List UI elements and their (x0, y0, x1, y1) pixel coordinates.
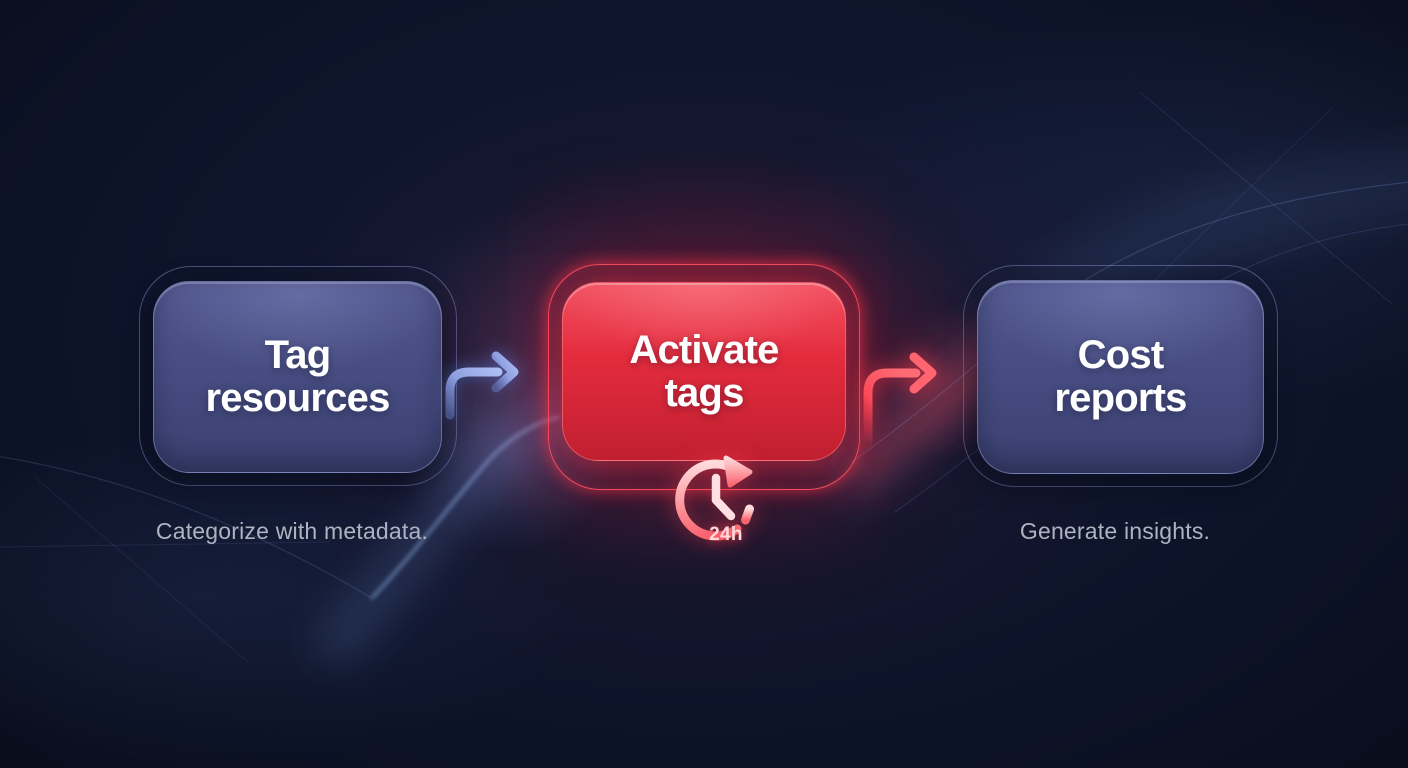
tag-resources-card: Tag resources (153, 281, 442, 473)
badge-24h-label: 24h (709, 524, 743, 545)
title-line: tags (664, 370, 744, 415)
title-line: Tag (264, 333, 332, 377)
tag-resources-caption: Categorize with metadata. (155, 518, 429, 544)
red-curved-arrow-icon (863, 352, 937, 450)
blue-curved-arrow-icon (445, 351, 519, 420)
activate-tags-title: Activate tags (629, 327, 779, 415)
title-line: resources (205, 376, 390, 420)
title-line: Activate (629, 327, 779, 372)
cost-reports-title: Cost reports (1054, 333, 1187, 420)
activate-tags-card: Activate tags (562, 282, 846, 461)
cost-reports-card: Cost reports (977, 280, 1264, 474)
title-line: reports (1054, 376, 1187, 420)
cost-reports-caption: Generate insights. (1019, 518, 1211, 544)
title-line: Cost (1077, 333, 1164, 377)
tag-resources-title: Tag resources (205, 333, 390, 420)
